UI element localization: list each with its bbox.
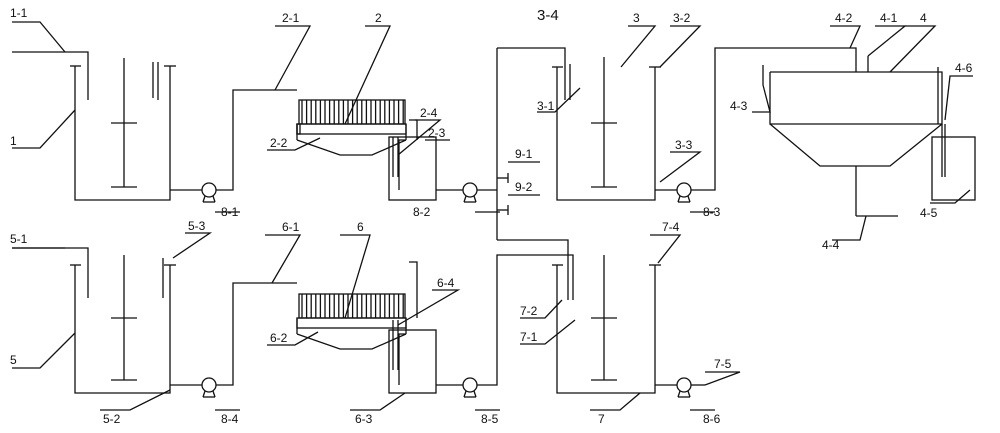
- label-3-1: 3-1: [537, 99, 555, 113]
- pump-8-6: [676, 377, 692, 398]
- label-5-3: 5-3: [188, 219, 206, 233]
- label-3-4: 3-4: [537, 7, 559, 24]
- label-5-1: 5-1: [10, 232, 28, 246]
- pump-8-1: [201, 182, 217, 203]
- settler-4: [762, 56, 943, 217]
- label-4-4: 4-4: [822, 238, 840, 252]
- pipe-pump8-1-to-2: [216, 89, 297, 191]
- tank-5: [70, 255, 176, 394]
- tank-4-5: [931, 124, 976, 201]
- label-1-1: 1-1: [10, 6, 28, 20]
- label-7-1: 7-1: [520, 330, 538, 344]
- pipe-to-tank3: [497, 47, 566, 100]
- label-8-4: 8-4: [221, 412, 239, 426]
- inlet-pipe-1-1: [12, 51, 89, 100]
- label-8-5: 8-5: [481, 412, 499, 426]
- label-2-2: 2-2: [270, 136, 288, 150]
- label-4-5: 4-5: [920, 206, 938, 220]
- tank-2-3: [388, 136, 437, 201]
- label-7-2: 7-2: [520, 304, 538, 318]
- label-8-1: 8-1: [221, 205, 239, 219]
- filter-plate-pack: [298, 99, 406, 125]
- pump-8-4: [201, 377, 217, 398]
- label-7-4: 7-4: [662, 220, 680, 234]
- tank-3: [552, 57, 661, 201]
- label-2-1: 2-1: [282, 11, 300, 25]
- label-7-5: 7-5: [714, 357, 732, 371]
- filter-press-6: [296, 261, 418, 385]
- label-1: 1: [10, 134, 17, 148]
- pipe-to-tank7: [497, 239, 569, 300]
- filter-press-2: [296, 99, 418, 190]
- label-4-1: 4-1: [880, 11, 898, 25]
- label-8-3: 8-3: [703, 205, 721, 219]
- label-4-2: 4-2: [835, 11, 853, 25]
- label-3-3: 3-3: [675, 138, 693, 152]
- label-8-6: 8-6: [703, 412, 721, 426]
- labels: 1-1 1 2-1 2 2-2 2-4 2-3 3-4 3 3-2 3-1 3-…: [10, 6, 973, 426]
- pump-8-3: [676, 182, 692, 203]
- tank-7: [552, 255, 661, 394]
- label-6-1: 6-1: [282, 220, 300, 234]
- label-6: 6: [357, 220, 364, 234]
- pipe-pump8-4-to-6: [216, 282, 297, 386]
- pipe-pump8-3-to-4: [691, 47, 857, 191]
- inlet-pipe-5-1: [12, 247, 89, 298]
- label-7: 7: [598, 412, 605, 426]
- label-5: 5: [10, 353, 17, 367]
- label-2-4: 2-4: [420, 106, 438, 120]
- label-2-3: 2-3: [428, 126, 446, 140]
- tank-1: [70, 58, 176, 201]
- label-2: 2: [375, 11, 382, 25]
- label-6-4: 6-4: [437, 276, 455, 290]
- pump-8-2: [462, 182, 478, 203]
- label-6-2: 6-2: [270, 331, 288, 345]
- label-8-2: 8-2: [413, 205, 431, 219]
- tank-6-3: [388, 320, 437, 394]
- label-4-6: 4-6: [955, 61, 973, 75]
- label-4-3: 4-3: [730, 99, 748, 113]
- pump-8-5: [462, 377, 478, 398]
- label-9-2: 9-2: [515, 180, 533, 194]
- leader-lines: [12, 21, 973, 411]
- label-4: 4: [920, 11, 927, 25]
- pipe-pump8-5-to-7: [477, 254, 574, 386]
- label-3: 3: [633, 11, 640, 25]
- label-6-3: 6-3: [355, 412, 373, 426]
- label-3-2: 3-2: [673, 11, 691, 25]
- label-5-2: 5-2: [103, 412, 121, 426]
- label-9-1: 9-1: [515, 147, 533, 161]
